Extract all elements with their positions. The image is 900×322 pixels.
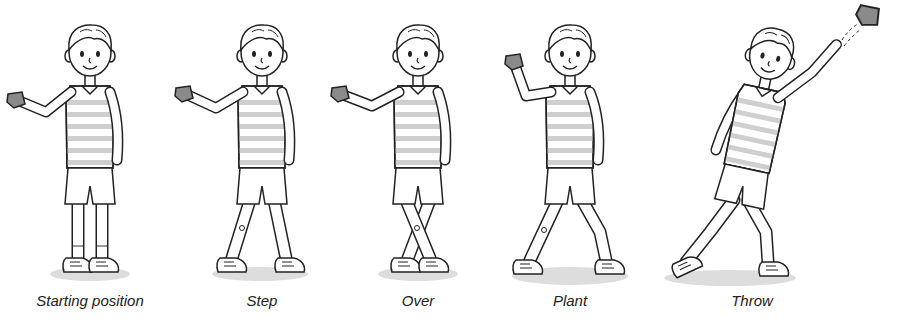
step-caption: Starting position — [20, 292, 160, 310]
motion-lines — [842, 24, 860, 46]
boy-plant — [505, 25, 628, 285]
beanbag — [7, 92, 25, 108]
step-caption: Plant — [500, 292, 640, 310]
beanbag — [331, 86, 349, 102]
boy-step — [175, 25, 308, 281]
boy-starting — [7, 25, 130, 281]
beanbag — [853, 2, 882, 30]
beanbag — [505, 54, 523, 70]
step-caption: Over — [348, 292, 488, 310]
boy-throw — [664, 2, 883, 286]
step-caption: Throw — [682, 292, 822, 310]
step-caption: Step — [192, 292, 332, 310]
boy-over — [331, 25, 458, 281]
beanbag — [175, 86, 193, 102]
